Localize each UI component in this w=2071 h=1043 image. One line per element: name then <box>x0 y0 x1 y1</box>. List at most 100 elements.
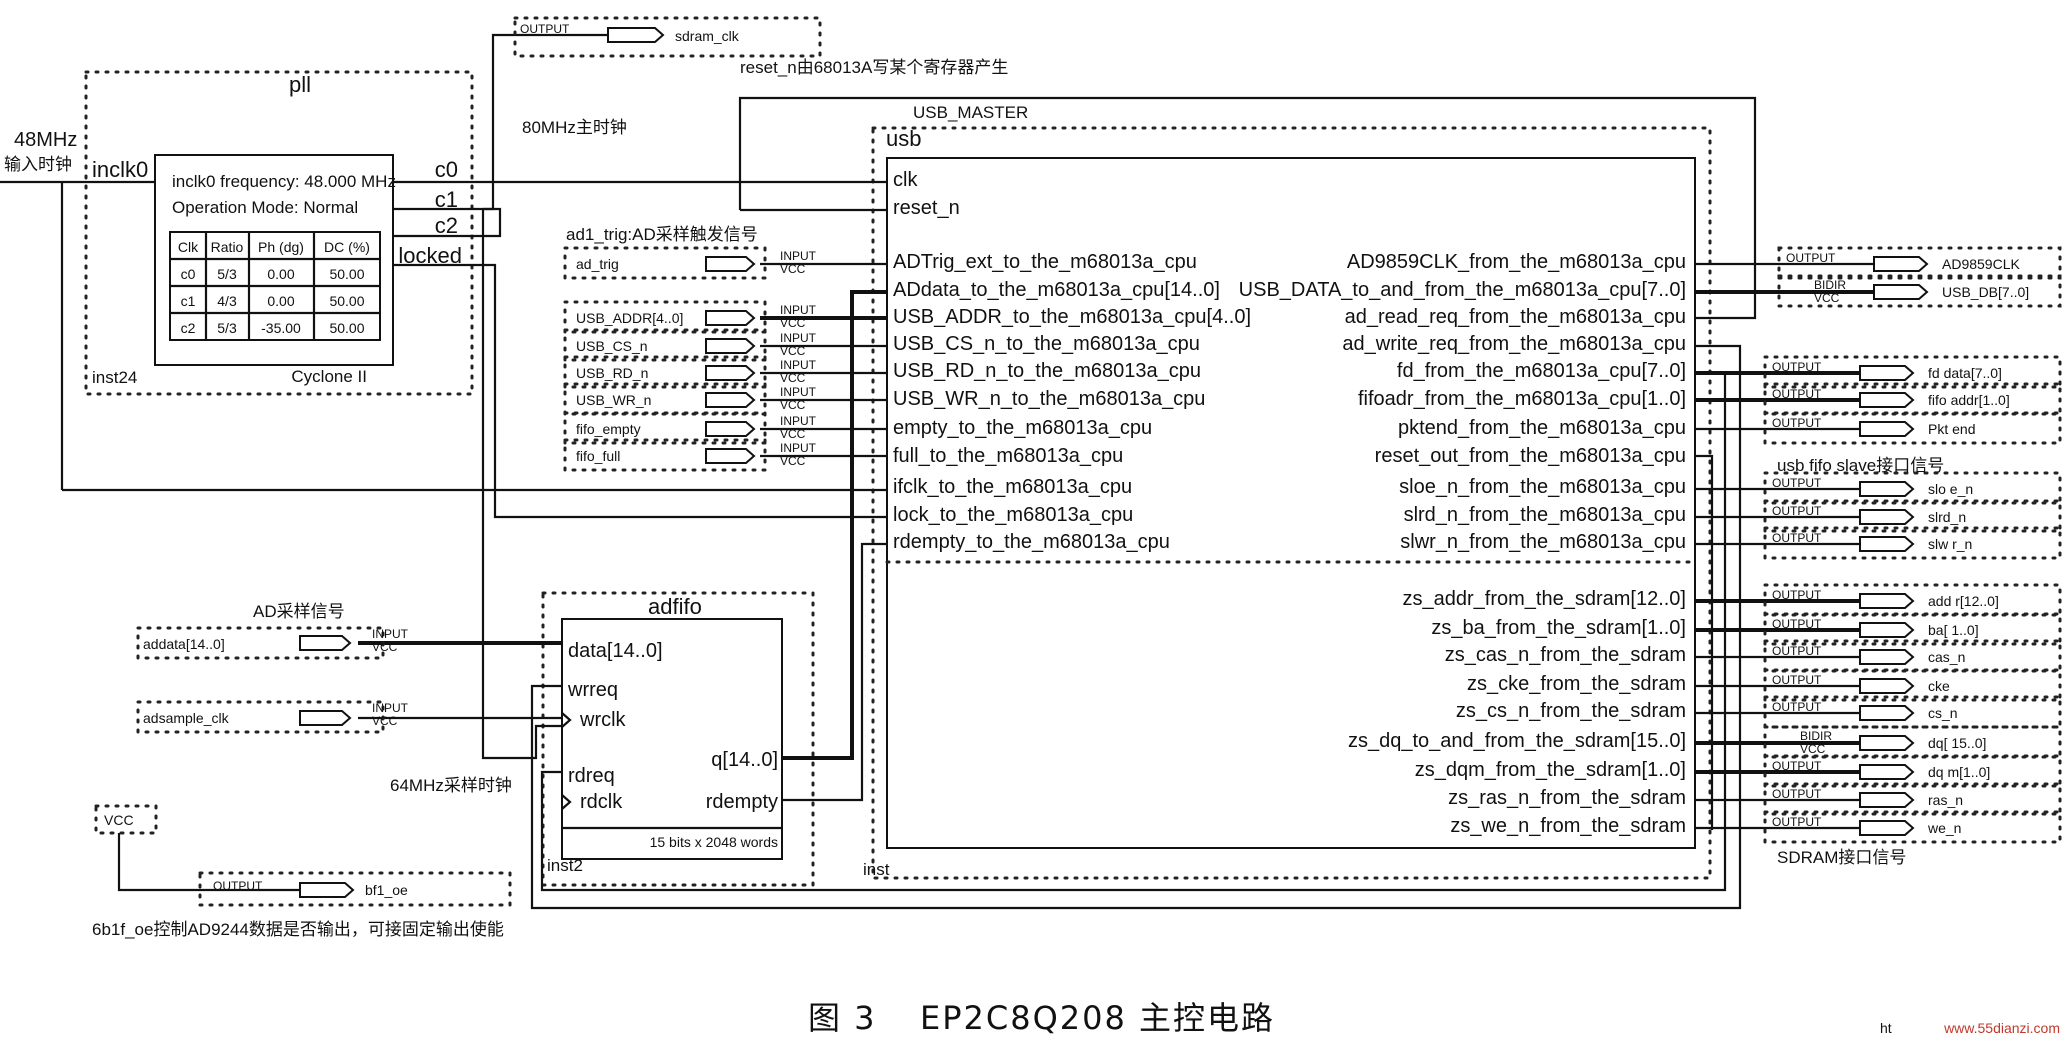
output-pin: OUTPUT cs_n <box>1763 695 2062 729</box>
adfifo-port-rdreq: rdreq <box>568 765 615 787</box>
pin-type: OUTPUT <box>1772 700 1822 714</box>
pin-name-bf1-oe: bf1_oe <box>365 882 408 898</box>
pin-vcc: VCC <box>780 427 806 441</box>
pin-type: INPUT <box>780 441 817 455</box>
pll-mode: Operation Mode: Normal <box>172 198 358 217</box>
usb-master-block: inst <box>863 126 1712 880</box>
pin-type: OUTPUT <box>1786 251 1836 265</box>
pin-type: OUTPUT <box>1772 644 1822 658</box>
pin-type: OUTPUT <box>1772 476 1822 490</box>
usb-left-port-label: USB_CS_n_to_the_m68013a_cpu <box>893 333 1200 355</box>
table-header-ph: Ph (dg) <box>258 239 304 255</box>
pin-name: cas_n <box>1928 649 1965 665</box>
usb-right-port-label: reset_out_from_the_m68013a_cpu <box>1375 445 1686 467</box>
pin-type: INPUT <box>780 249 817 263</box>
pin-name: AD9859CLK <box>1942 256 2020 272</box>
pin-type: OUTPUT <box>1772 588 1822 602</box>
table-cell: c0 <box>181 266 196 282</box>
table-header-clk: Clk <box>178 239 199 255</box>
usb-left-port-label: ifclk_to_the_m68013a_cpu <box>893 476 1132 498</box>
usb-right-port-label: ad_write_req_from_the_m68013a_cpu <box>1342 333 1686 355</box>
usb-right-port-label: fifoadr_from_the_m68013a_cpu[1..0] <box>1358 388 1686 410</box>
table-cell: 50.00 <box>329 293 364 309</box>
pin-vcc: VCC <box>780 371 806 385</box>
pll-out-locked: locked <box>398 243 462 268</box>
pin-name: USB_DB[7..0] <box>1942 284 2029 300</box>
usb-sdram-port-label: zs_ba_from_the_sdram[1..0] <box>1431 617 1686 639</box>
usb-right-port-label: AD9859CLK_from_the_m68013a_cpu <box>1347 251 1686 273</box>
usb-right-port-label: ad_read_req_from_the_m68013a_cpu <box>1345 306 1686 328</box>
usb-left-ports: clkreset_nADTrig_ext_to_the_m68013a_cpuA… <box>893 169 1251 553</box>
pin-name: cs_n <box>1928 705 1958 721</box>
pll-title: pll <box>289 72 311 97</box>
pin-vcc: VCC <box>780 454 806 468</box>
pin-type: OUTPUT <box>213 879 263 893</box>
usb-left-port-label: empty_to_the_m68013a_cpu <box>893 417 1152 439</box>
vcc-label: VCC <box>104 812 134 828</box>
table-cell: 0.00 <box>267 266 294 282</box>
usb-right-port-label: slwr_n_from_the_m68013a_cpu <box>1400 531 1686 553</box>
pin-type: OUTPUT <box>1772 815 1822 829</box>
adfifo-port-wrclk: wrclk <box>579 709 627 731</box>
pin-vcc: VCC <box>1800 742 1826 756</box>
pin-type: INPUT <box>780 385 817 399</box>
figure-number: 图 3 <box>808 999 877 1037</box>
pin-vcc: VCC <box>780 262 806 276</box>
pin-name: ras_n <box>1928 792 1963 808</box>
pin-name: fifo addr[1..0] <box>1928 392 2010 408</box>
pin-vcc: VCC <box>372 640 398 654</box>
pll-output-labels: c0 c1 c2 locked <box>398 157 462 268</box>
usb-right-port-label: slrd_n_from_the_m68013a_cpu <box>1404 504 1686 526</box>
pin-type: OUTPUT <box>1772 531 1822 545</box>
usb-sdram-port-label: zs_we_n_from_the_sdram <box>1450 815 1686 837</box>
note-oe: 6b1f_oe控制AD9244数据是否输出，可接固定输出使能 <box>92 919 504 939</box>
pin-name: ad_trig <box>576 256 619 272</box>
usb-right-port-label: sloe_n_from_the_m68013a_cpu <box>1399 476 1686 498</box>
usb-left-port-label: USB_RD_n_to_the_m68013a_cpu <box>893 360 1201 382</box>
pll-out-c2: c2 <box>435 213 458 238</box>
output-pin-sdram-clk: OUTPUT sdram_clk <box>513 16 822 58</box>
usb-left-port-label: USB_WR_n_to_the_m68013a_cpu <box>893 388 1205 410</box>
table-cell: 50.00 <box>329 266 364 282</box>
adfifo-block: data[14..0] wrreq wrclk rdreq rdclk q[14… <box>541 591 815 887</box>
table-header-dc: DC (%) <box>324 239 370 255</box>
table-cell: c2 <box>181 320 196 336</box>
usb-sdram-port-label: zs_cs_n_from_the_sdram <box>1456 700 1686 722</box>
table-cell: -35.00 <box>261 320 301 336</box>
pin-name: cke <box>1928 678 1950 694</box>
pll-input-label: inclk0 <box>92 157 148 182</box>
usb-left-port-label: ADTrig_ext_to_the_m68013a_cpu <box>893 251 1197 273</box>
vcc-symbol: VCC <box>94 804 158 835</box>
pin-name: Pkt end <box>1928 421 1975 437</box>
usb-master-title: USB_MASTER <box>913 103 1028 122</box>
pin-name: USB_CS_n <box>576 338 648 354</box>
pin-vcc: VCC <box>780 316 806 330</box>
pin-vcc: VCC <box>1814 291 1840 305</box>
annotations: 48MHz 输入时钟 80MHz主时钟 reset_n由68013A写某个寄存器… <box>4 58 1944 939</box>
usb-sdram-port-label: zs_cas_n_from_the_sdram <box>1445 644 1686 666</box>
pin-type: OUTPUT <box>1772 617 1822 631</box>
pin-type: INPUT <box>780 414 817 428</box>
note-64mhz: 64MHz采样时钟 <box>390 776 512 795</box>
table-cell: 4/3 <box>217 293 237 309</box>
note-usb-fifo: usb fifo slave接口信号 <box>1777 456 1944 475</box>
output-pin: OUTPUT cas_n <box>1763 639 2062 673</box>
adfifo-port-rdclk: rdclk <box>580 791 623 813</box>
usb-left-port-label: rdempty_to_the_m68013a_cpu <box>893 531 1170 553</box>
pin-type: OUTPUT <box>1772 387 1822 401</box>
note-adtrig: ad1_trig:AD采样触发信号 <box>566 225 758 244</box>
usb-left-port-label: clk <box>893 169 918 191</box>
pin-type: OUTPUT <box>1772 673 1822 687</box>
